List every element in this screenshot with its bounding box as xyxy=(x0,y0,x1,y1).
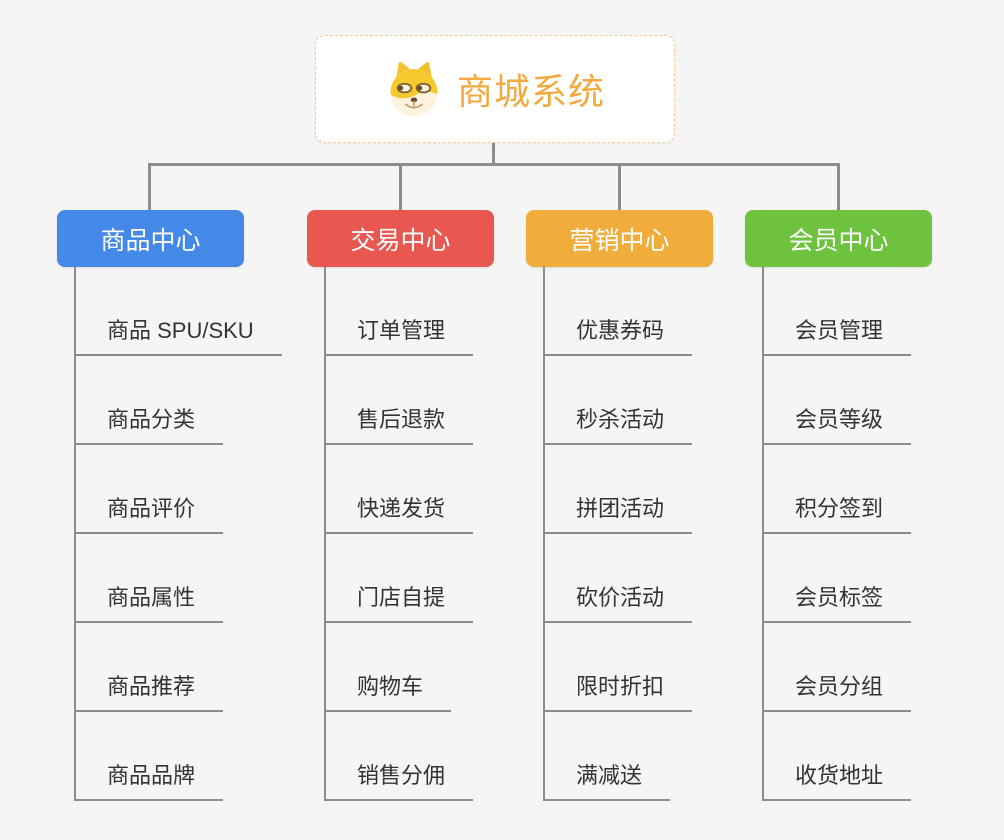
leaf-label: 购物车 xyxy=(324,669,452,712)
leaf-label: 门店自提 xyxy=(324,580,474,623)
connector-drop-goods xyxy=(148,165,151,210)
leaf-list-trade-center: 订单管理 售后退款 快递发货 门店自提 购物车 销售分佣 xyxy=(324,267,474,801)
leaf-node[interactable]: 商品评价 xyxy=(74,445,224,534)
leaf-label: 拼团活动 xyxy=(543,491,693,534)
leaf-node[interactable]: 收货地址 xyxy=(762,712,912,801)
leaf-node[interactable]: 商品分类 xyxy=(74,356,224,445)
leaf-node[interactable]: 销售分佣 xyxy=(324,712,474,801)
connector-drop-marketing xyxy=(618,165,621,210)
leaf-label: 会员分组 xyxy=(762,669,912,712)
leaf-node[interactable]: 商品推荐 xyxy=(74,623,224,712)
connector-drop-member xyxy=(837,165,840,210)
connector-root-drop xyxy=(492,143,495,165)
leaf-node[interactable]: 门店自提 xyxy=(324,534,474,623)
leaf-label: 商品推荐 xyxy=(74,669,224,712)
leaf-node[interactable]: 满减送 xyxy=(543,712,671,801)
branch-node-marketing-center[interactable]: 营销中心 xyxy=(526,210,713,267)
leaf-node[interactable]: 会员分组 xyxy=(762,623,912,712)
leaf-list-marketing-center: 优惠券码 秒杀活动 拼团活动 砍价活动 限时折扣 满减送 xyxy=(543,267,693,801)
leaf-node[interactable]: 订单管理 xyxy=(324,267,474,356)
leaf-label: 砍价活动 xyxy=(543,580,693,623)
leaf-label: 积分签到 xyxy=(762,491,912,534)
leaf-node[interactable]: 商品 SPU/SKU xyxy=(74,267,282,356)
root-title: 商城系统 xyxy=(456,71,605,112)
leaf-label: 商品品牌 xyxy=(74,758,224,801)
leaf-label: 会员标签 xyxy=(762,580,912,623)
connector-drop-trade xyxy=(399,165,402,210)
leaf-node[interactable]: 快递发货 xyxy=(324,445,474,534)
spine-trade-center xyxy=(324,267,326,801)
leaf-label: 限时折扣 xyxy=(543,669,693,712)
leaf-label: 收货地址 xyxy=(762,758,912,801)
spine-marketing-center xyxy=(543,267,545,801)
spine-goods-center xyxy=(74,267,76,801)
leaf-node[interactable]: 会员管理 xyxy=(762,267,912,356)
spine-member-center xyxy=(762,267,764,801)
leaf-node[interactable]: 秒杀活动 xyxy=(543,356,693,445)
leaf-label: 满减送 xyxy=(543,758,671,801)
leaf-label: 销售分佣 xyxy=(324,758,474,801)
leaf-node[interactable]: 会员等级 xyxy=(762,356,912,445)
leaf-label: 售后退款 xyxy=(324,402,474,445)
leaf-node[interactable]: 商品品牌 xyxy=(74,712,224,801)
leaf-node[interactable]: 拼团活动 xyxy=(543,445,693,534)
leaf-label: 商品评价 xyxy=(74,491,224,534)
leaf-list-goods-center: 商品 SPU/SKU 商品分类 商品评价 商品属性 商品推荐 商品品牌 xyxy=(74,267,282,801)
branch-node-member-center[interactable]: 会员中心 xyxy=(745,210,932,267)
leaf-label: 订单管理 xyxy=(324,313,474,356)
leaf-node[interactable]: 限时折扣 xyxy=(543,623,693,712)
leaf-node[interactable]: 优惠券码 xyxy=(543,267,693,356)
root-node[interactable]: 商城系统 xyxy=(315,35,675,143)
leaf-label: 会员管理 xyxy=(762,313,912,356)
leaf-label: 优惠券码 xyxy=(543,313,693,356)
leaf-list-member-center: 会员管理 会员等级 积分签到 会员标签 会员分组 收货地址 xyxy=(762,267,912,801)
leaf-label: 快递发货 xyxy=(324,491,474,534)
branch-node-trade-center[interactable]: 交易中心 xyxy=(307,210,494,267)
leaf-node[interactable]: 砍价活动 xyxy=(543,534,693,623)
leaf-node[interactable]: 购物车 xyxy=(324,623,452,712)
connector-horizontal xyxy=(148,163,840,166)
leaf-node[interactable]: 会员标签 xyxy=(762,534,912,623)
leaf-label: 商品 SPU/SKU xyxy=(74,313,282,356)
leaf-label: 会员等级 xyxy=(762,402,912,445)
leaf-node[interactable]: 售后退款 xyxy=(324,356,474,445)
leaf-label: 商品分类 xyxy=(74,402,224,445)
leaf-label: 商品属性 xyxy=(74,580,224,623)
doge-face-icon xyxy=(390,61,438,117)
branch-node-goods-center[interactable]: 商品中心 xyxy=(57,210,244,267)
leaf-node[interactable]: 商品属性 xyxy=(74,534,224,623)
leaf-label: 秒杀活动 xyxy=(543,402,693,445)
leaf-node[interactable]: 积分签到 xyxy=(762,445,912,534)
